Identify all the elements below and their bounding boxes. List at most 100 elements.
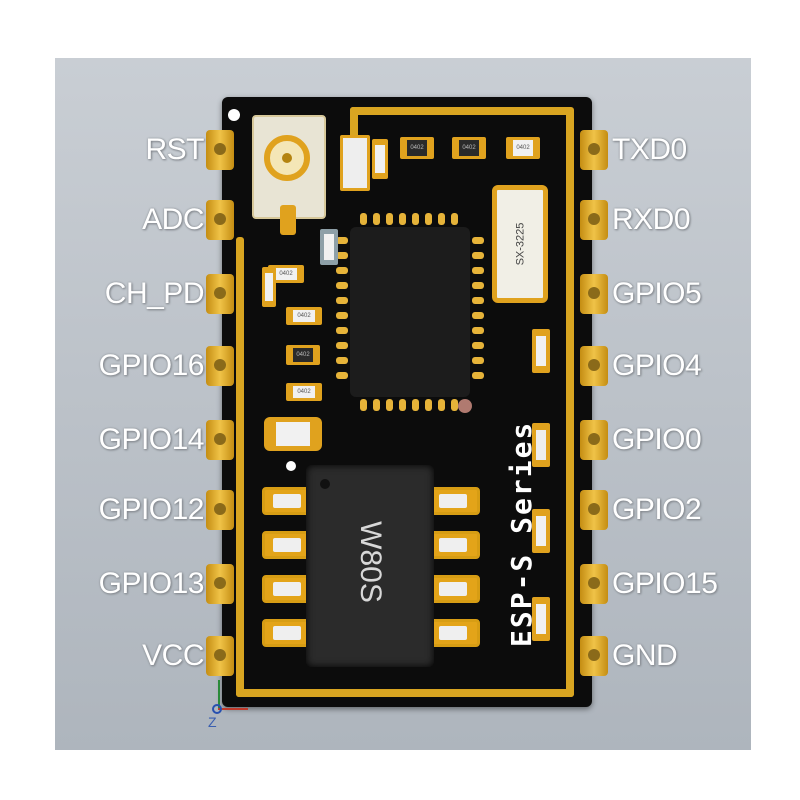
pin-label-left: VCC <box>142 639 204 672</box>
smd-part: 0402 <box>506 137 540 159</box>
chip-pin <box>360 399 367 411</box>
chip-pin <box>472 312 484 319</box>
chip-pin <box>399 213 406 225</box>
pin-pad-right <box>580 490 608 530</box>
pin-label-right: GPIO5 <box>612 277 702 310</box>
pin-pad-left <box>206 346 234 386</box>
pin-label-right: GPIO4 <box>612 349 702 382</box>
smd-resistor <box>372 139 388 179</box>
axis-indicator: Z <box>208 680 252 730</box>
flash-pad <box>428 531 480 559</box>
flash-pad <box>262 575 314 603</box>
pin-pad-left <box>206 200 234 240</box>
chip-pin <box>412 213 419 225</box>
main-chip <box>350 227 470 397</box>
smd-part: 0402 <box>400 137 434 159</box>
flash-pad <box>262 619 314 647</box>
pin-pad-left <box>206 490 234 530</box>
pin-label-left: RST <box>145 133 205 166</box>
chip-pin <box>472 282 484 289</box>
chip-pin <box>336 312 348 319</box>
antenna-stub <box>280 205 296 235</box>
fiducial-dot <box>286 461 296 471</box>
crystal-oscillator: SX-3225 <box>492 185 548 303</box>
flash-pad <box>428 575 480 603</box>
chip-pin <box>336 327 348 334</box>
smd-part: 0402 <box>286 383 322 401</box>
pin-label-left: GPIO12 <box>98 493 205 526</box>
chip-pin <box>412 399 419 411</box>
pin-label-left: GPIO13 <box>98 567 205 600</box>
flash-chip-label: W80S <box>354 521 387 603</box>
chip-pin <box>336 237 348 244</box>
series-label: ESP-S Series <box>505 420 538 647</box>
pin-pad-right <box>580 346 608 386</box>
chip-pin <box>425 399 432 411</box>
chip-pin <box>360 213 367 225</box>
chip-pin <box>373 399 380 411</box>
pin-label-right: GND <box>612 639 678 672</box>
chip-pin <box>438 399 445 411</box>
chip-pin <box>386 399 393 411</box>
chip-pin <box>451 213 458 225</box>
pin-label-left: GPIO14 <box>98 423 205 456</box>
smd-part <box>262 267 276 307</box>
pin-pad-left <box>206 130 234 170</box>
smd-part <box>532 597 550 641</box>
chip-pin <box>472 372 484 379</box>
pin-label-left: ADC <box>142 203 204 236</box>
chip-pin <box>373 213 380 225</box>
flash-chip: W80S <box>306 465 434 667</box>
smd-part <box>320 229 338 265</box>
pin-label-left: GPIO16 <box>98 349 205 382</box>
chip-pin <box>336 372 348 379</box>
chip-pin <box>336 267 348 274</box>
antenna-connector <box>252 115 326 219</box>
pin-pad-right <box>580 274 608 314</box>
flash-pin1-dot <box>320 479 330 489</box>
large-capacitor <box>264 417 322 451</box>
smd-part: 0402 <box>286 307 322 325</box>
chip-pin <box>472 357 484 364</box>
pin-pad-right <box>580 420 608 460</box>
pin-pad-right <box>580 636 608 676</box>
fiducial-dot <box>228 109 240 121</box>
pin-pad-left <box>206 274 234 314</box>
flash-pad <box>262 487 314 515</box>
pin-label-left: CH_PD <box>104 277 205 310</box>
pin-pad-right <box>580 130 608 170</box>
pin-label-right: TXD0 <box>612 133 687 166</box>
smd-part: 0402 <box>452 137 486 159</box>
pin-label-right: GPIO2 <box>612 493 702 526</box>
flash-pad <box>428 487 480 515</box>
chip-pin <box>336 342 348 349</box>
chip-marker <box>458 399 472 413</box>
pin-pad-left <box>206 420 234 460</box>
chip-pin <box>336 357 348 364</box>
chip-pin <box>336 282 348 289</box>
chip-pin <box>451 399 458 411</box>
pin-label-right: GPIO15 <box>612 567 718 600</box>
gold-trace-bottom <box>236 689 574 697</box>
chip-pin <box>386 213 393 225</box>
chip-pin <box>438 213 445 225</box>
chip-pin <box>336 252 348 259</box>
smd-capacitor <box>340 135 370 191</box>
smd-part: 0402 <box>286 345 320 365</box>
chip-pin <box>425 213 432 225</box>
pin-pad-left <box>206 564 234 604</box>
smd-part <box>532 509 550 553</box>
esp-module-board: 0402 0402 0402 SX-3225 0402 0402 0402 04… <box>222 97 592 707</box>
chip-pin <box>472 267 484 274</box>
pin-pad-left <box>206 636 234 676</box>
flash-pad <box>428 619 480 647</box>
axis-z-label: Z <box>208 714 217 730</box>
pin-pad-right <box>580 200 608 240</box>
pin-pad-right <box>580 564 608 604</box>
crystal-label: SX-3225 <box>514 222 526 266</box>
smd-part: 0402 <box>268 265 304 283</box>
gold-trace-top <box>350 107 572 115</box>
chip-pin <box>336 297 348 304</box>
gold-trace-right <box>566 107 574 697</box>
chip-pin <box>472 237 484 244</box>
